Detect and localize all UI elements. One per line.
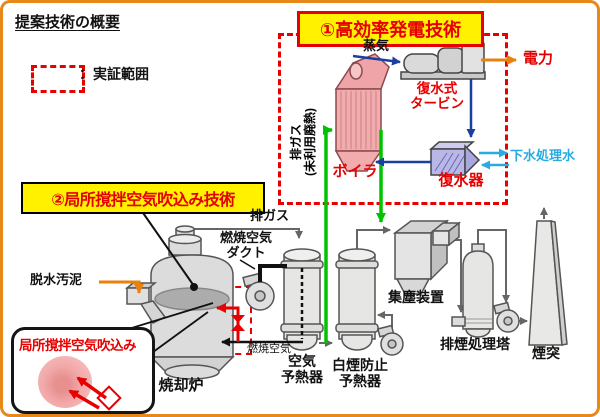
tech-box-injection: ②局所撹拌空気吹込み技術 [21,182,265,214]
air-preheater-vessel [280,248,324,351]
sludge-feeder [124,282,167,324]
flue-gas-treatment-tower [451,243,494,338]
tech-box-power: ①高効率発電技術 [297,11,484,47]
stack-label: 煙突 [532,345,560,361]
tech-box-power-label: ①高効率発電技術 [319,20,462,40]
legend-dashed-swatch [31,65,85,93]
dust-collector-unit [392,219,462,295]
waste-heat-label: 排ガス (未利用廃熱) [289,108,317,176]
exhaust-gas-label: 排ガス [250,208,290,223]
steam-label: 蒸気 [363,38,390,53]
tower-label: 排煙処理塔 [440,336,510,352]
induced-draft-fan [493,301,520,333]
demo-scope-injection-box [192,286,252,355]
tech-box-injection-label: ②局所撹拌空気吹込み技術 [51,192,235,209]
combustion-air-label: 燃焼空気 [247,343,291,355]
white-smoke-preheater-label: 白煙防止 予熱器 [332,357,388,389]
boiler-label: ボイラ [332,163,378,180]
duct-label: 燃焼空気 ダクト [219,230,273,260]
white-smoke-fan [377,324,404,356]
injection-callout-label: 局所撹拌空気吹込み [19,338,137,353]
injection-arrows-icon [68,376,108,410]
dust-collector-label: 集塵装置 [388,289,444,305]
white-smoke-preheater-vessel [335,248,379,351]
page-title: 提案技術の概要 [15,14,121,31]
treated-water-label: 下水処理水 [510,148,576,163]
sludge-label: 脱水汚泥 [30,272,83,287]
incinerator-label: 焼却炉 [158,377,204,394]
turbine-label: 復水式 タービン [410,81,464,112]
power-label: 電力 [523,50,554,67]
legend-label: ：実証範囲 [79,66,149,82]
condenser-label: 復水器 [438,172,484,189]
stack-structure [528,220,568,346]
air-preheater-label: 空気 予熱器 [281,353,323,385]
injection-callout-bubble: 局所撹拌空気吹込み [11,327,155,414]
